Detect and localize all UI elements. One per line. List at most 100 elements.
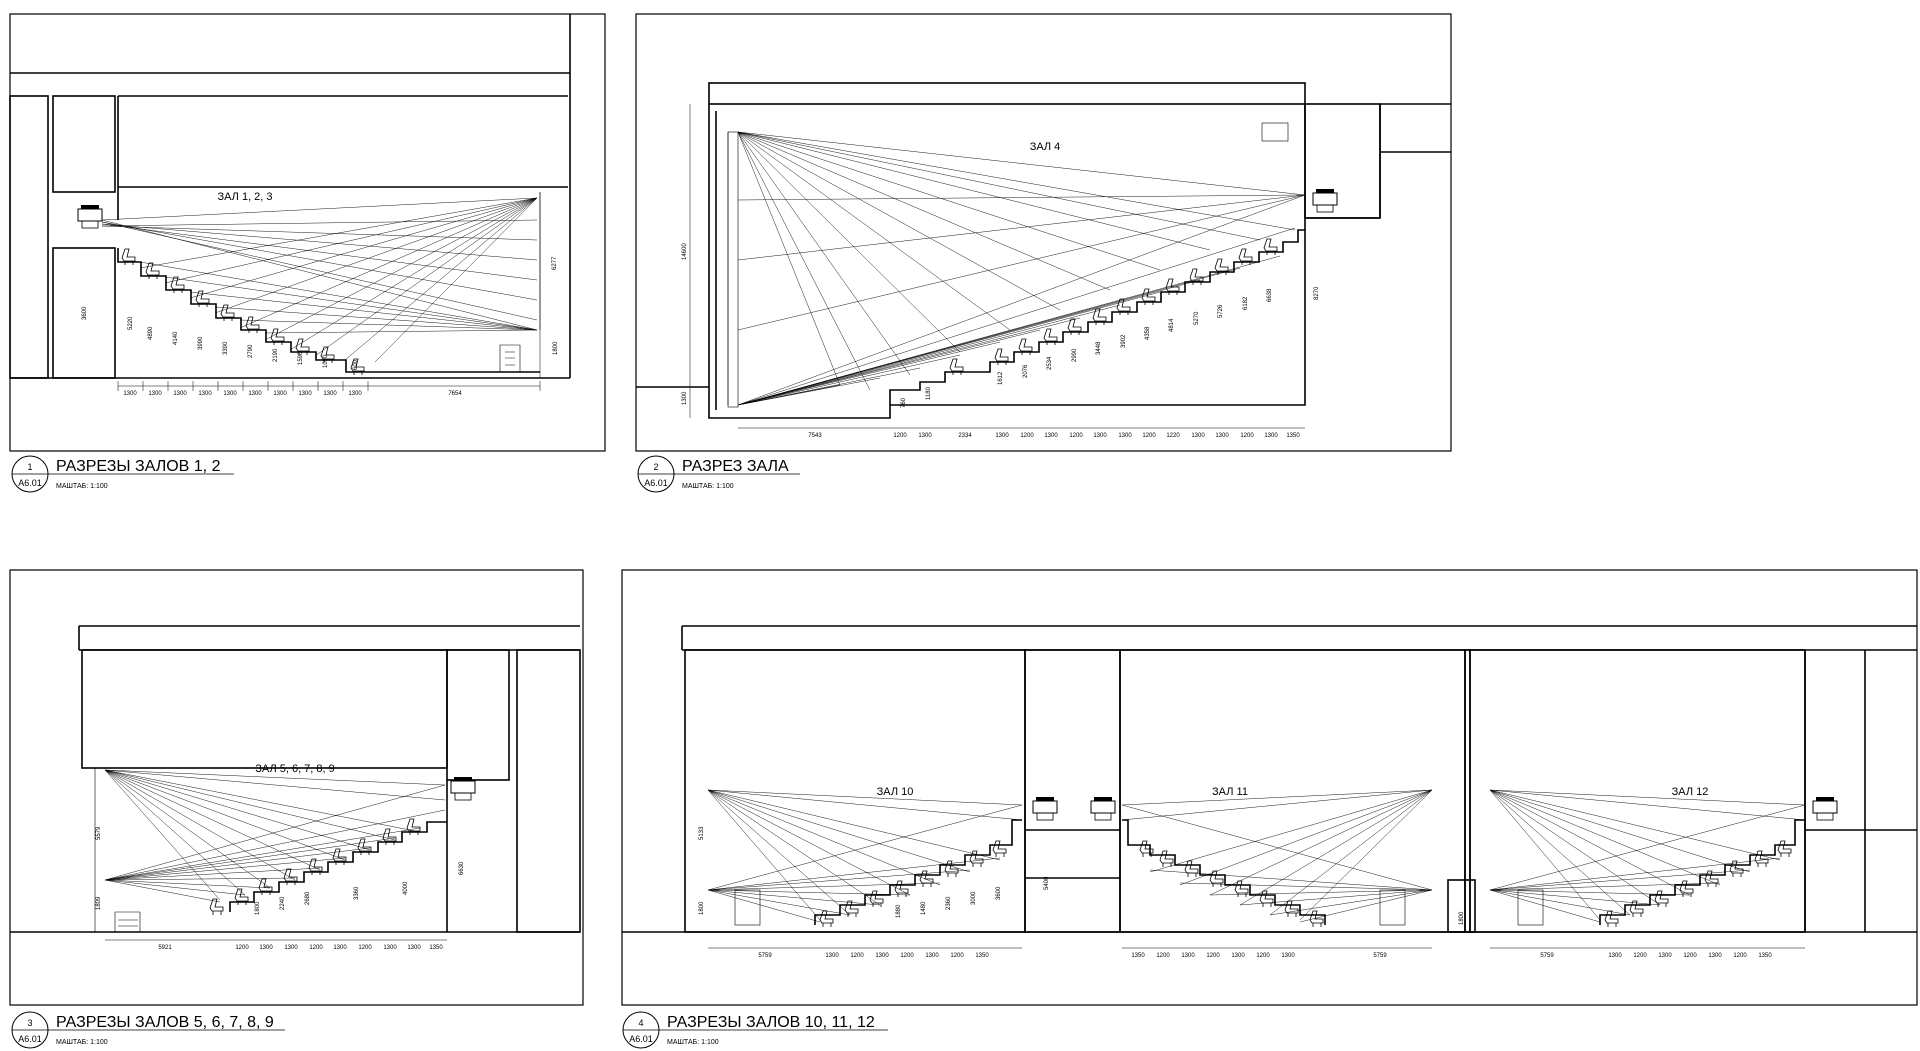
dim-text: 1300 (259, 945, 273, 951)
dim-text: 2790 (248, 344, 254, 358)
dim-text: 2360 (946, 896, 952, 910)
title-block-2: 2 А6.01 РАЗРЕЗ ЗАЛА МАШТАБ: 1:100 (637, 455, 800, 493)
dim-text: 1200 (1633, 953, 1647, 959)
seat-icon (1159, 850, 1174, 868)
equipment-box (1261, 122, 1289, 142)
dim-text: 1350 (975, 953, 989, 959)
section-title: РАЗРЕЗ ЗАЛА (682, 458, 789, 475)
dim-text: 1200 (1733, 953, 1747, 959)
dim-text: 1200 (1256, 953, 1270, 959)
dim-text: 7654 (448, 391, 462, 397)
dim-text: 1300 (248, 391, 262, 397)
dim-text: 1200 (235, 945, 249, 951)
dim-text: 1300 (273, 391, 287, 397)
dim-text: 1300 (198, 391, 212, 397)
dim-text: 760 (901, 397, 907, 408)
scale-label: МАШТАБ: 1:100 (667, 1039, 719, 1046)
dim-text: 1590 (298, 351, 304, 365)
dim-text: 7543 (808, 433, 822, 439)
dim-text: 2334 (958, 433, 972, 439)
dim-text: 1809 (96, 896, 102, 910)
dim-text: 1300 (284, 945, 298, 951)
section-2-drawing (635, 13, 1452, 452)
hall-label: ЗАЛ 5, 6, 7, 8, 9 (255, 763, 335, 775)
dim-text: 1300 (1118, 433, 1132, 439)
section-1-projection-rays (101, 197, 538, 363)
dim-text: 4890 (148, 326, 154, 340)
dim-text: 1300 (298, 391, 312, 397)
door-box (1379, 889, 1406, 926)
dim-text: 1880 (896, 904, 902, 918)
dim-text: 1300 (1231, 953, 1245, 959)
dim-text: 1300 (223, 391, 237, 397)
dim-text: 3360 (354, 886, 360, 900)
dim-text: 1200 (1683, 953, 1697, 959)
section-1-stepped-floor (117, 248, 540, 373)
dim-text: 1300 (323, 391, 337, 397)
dim-text: 5133 (699, 826, 705, 840)
dim-text: 2680 (305, 891, 311, 905)
dim-text: 1300 (1658, 953, 1672, 959)
section-3-frame (9, 569, 584, 1006)
dim-text: 5759 (1540, 953, 1554, 959)
section-2-horizontal-dims: 7543 1200 1300 2334 1300 1200 1300 1200 … (808, 433, 1300, 439)
sheet-reference: А6.01 (629, 1034, 653, 1044)
dim-text: 1300 (123, 391, 137, 397)
dim-text: 5921 (158, 945, 172, 951)
scale-label: МАШТАБ: 1:100 (56, 483, 108, 490)
section-1-drawing (9, 13, 606, 452)
dim-text: 1200 (1020, 433, 1034, 439)
dim-text: 1300 (918, 433, 932, 439)
section-3-projector-icon (450, 776, 476, 801)
dim-text: 4358 (1145, 326, 1151, 340)
section-4-projector-icon (1032, 796, 1058, 821)
section-4-drawing (621, 569, 1918, 1006)
door-box (734, 889, 761, 926)
seat-icon (1704, 870, 1719, 888)
dim-text: 1200 (358, 945, 372, 951)
title-block-4: 4 А6.01 РАЗРЕЗЫ ЗАЛОВ 10, 11, 12 МАШТАБ:… (622, 1011, 888, 1049)
dim-text: 5400 (1044, 876, 1050, 890)
dim-text: 2240 (280, 896, 286, 910)
dim-text: 5759 (758, 953, 772, 959)
dim-text: 3000 (971, 891, 977, 905)
dim-text: 1800 (255, 901, 261, 915)
dim-text: 1300 (348, 391, 362, 397)
seat-icon (1777, 840, 1792, 858)
dim-text: 1200 (1206, 953, 1220, 959)
section-4-frame (621, 569, 1918, 1006)
dim-text: 1300 (1093, 433, 1107, 439)
dim-text: 2534 (1047, 356, 1053, 370)
seat-icon (919, 870, 934, 888)
dim-text: 1200 (1142, 433, 1156, 439)
dim-text: 1200 (1069, 433, 1083, 439)
dim-text: 4000 (403, 881, 409, 895)
section-2-projector-icon (1312, 188, 1338, 213)
scale-label: МАШТАБ: 1:100 (682, 483, 734, 490)
dim-text: 1300 (148, 391, 162, 397)
section-3-projection-rays (104, 769, 446, 903)
title-block-1: 1 А6.01 РАЗРЕЗЫ ЗАЛОВ 1, 2 МАШТАБ: 1:100 (11, 455, 234, 493)
dim-text: 6277 (552, 256, 558, 270)
dim-text: 8270 (1314, 286, 1320, 300)
dim-text: 5759 (1373, 953, 1387, 959)
section-4-floor-hall-11 (1122, 819, 1326, 925)
dim-text: 1300 (407, 945, 421, 951)
section-3-drawing (9, 569, 584, 1006)
dim-text: 5270 (1194, 311, 1200, 325)
hall-label: ЗАЛ 4 (1030, 141, 1061, 153)
section-number: 3 (27, 1018, 32, 1028)
section-4-projector-icon (1812, 796, 1838, 821)
section-number: 2 (653, 462, 658, 472)
section-3-vertical-dims: 5579 1809 1800 2240 2680 3360 4000 6630 (96, 826, 465, 915)
seat-icon (1754, 850, 1769, 868)
dim-text: 1612 (998, 371, 1004, 385)
dim-text: 1350 (1758, 953, 1772, 959)
dim-text: 1300 (1215, 433, 1229, 439)
section-title: РАЗРЕЗЫ ЗАЛОВ 5, 6, 7, 8, 9 (56, 1014, 274, 1031)
dim-text: 3990 (198, 336, 204, 350)
dim-text: 1200 (309, 945, 323, 951)
dim-text: 1350 (1286, 433, 1300, 439)
title-block-3: 3 А6.01 РАЗРЕЗЫ ЗАЛОВ 5, 6, 7, 8, 9 МАШТ… (11, 1011, 285, 1049)
dim-text: 1350 (1131, 953, 1145, 959)
